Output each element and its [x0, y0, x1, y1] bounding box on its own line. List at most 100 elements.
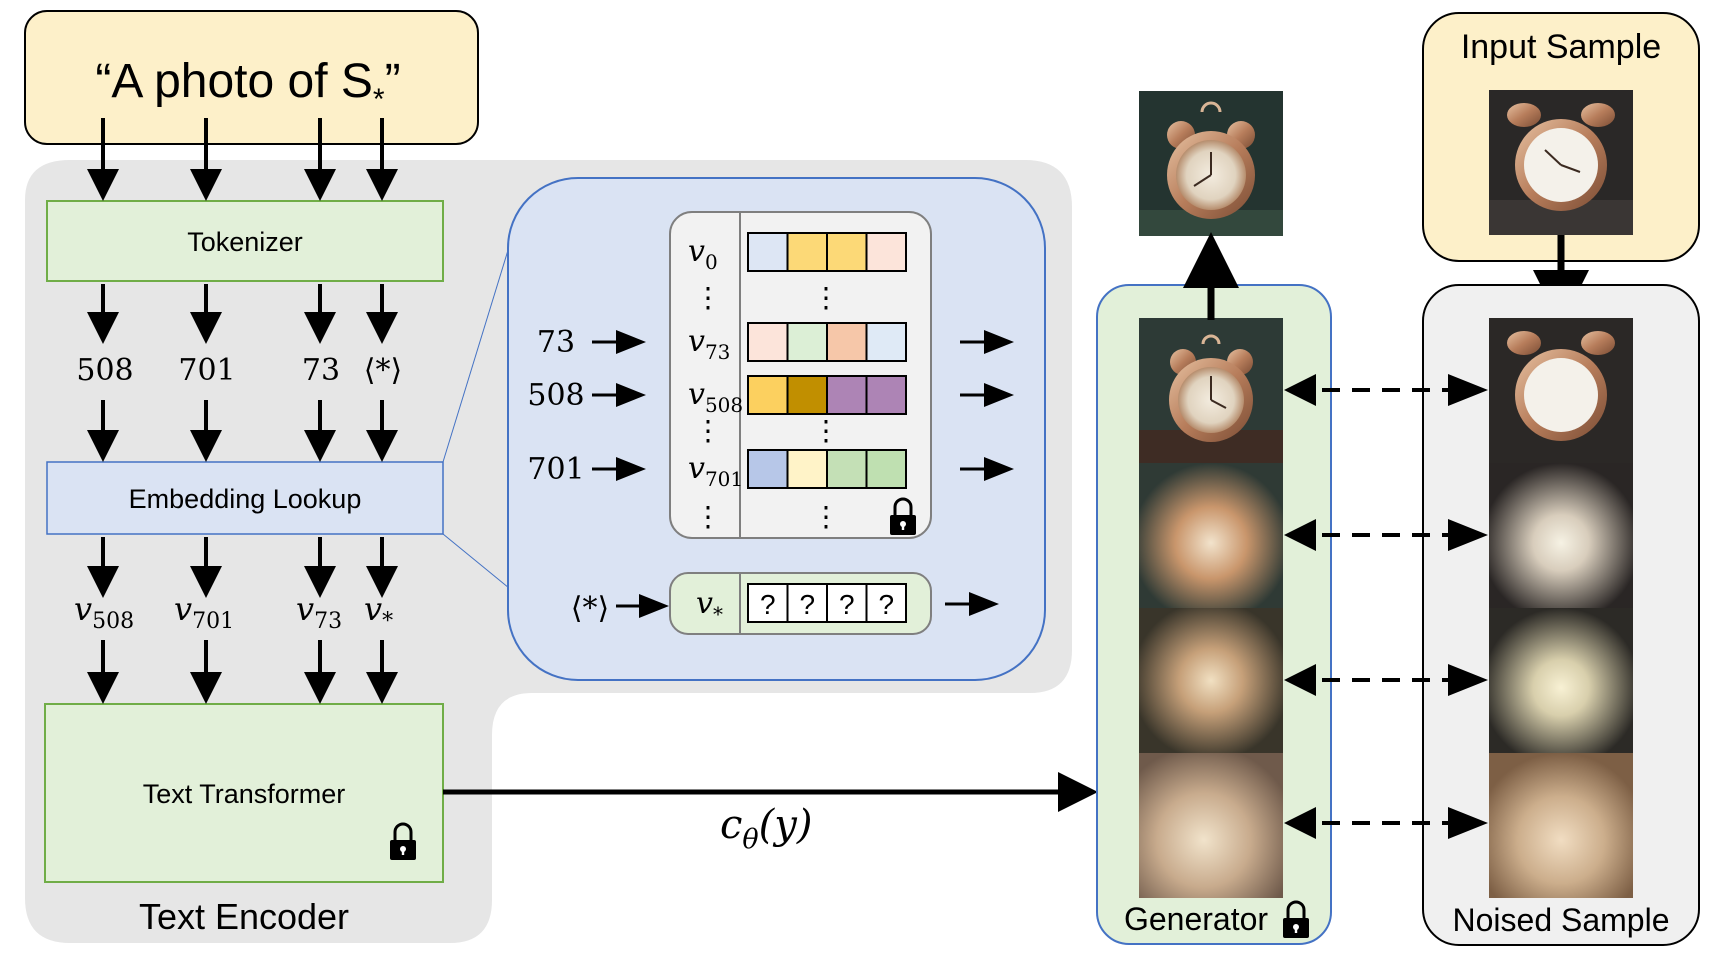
- conditioning-base: c: [720, 802, 742, 848]
- lookup-cell: [747, 322, 789, 362]
- token-id-508: 508: [76, 353, 133, 388]
- dots-right-3: ⋮: [812, 500, 840, 533]
- lookup-row-vec-base: v: [688, 234, 705, 269]
- prompt-subscript: *: [373, 83, 385, 116]
- embedding-lookup-bg: [46, 461, 444, 535]
- text-transformer-label: Text Transformer: [143, 779, 346, 809]
- conditioning-arg: (y): [759, 802, 813, 848]
- lookup-cell: [786, 375, 828, 415]
- new-token-vec-sub: *: [713, 602, 723, 626]
- unknown-cell-mark: ?: [839, 589, 855, 620]
- token-id-73: 73: [302, 353, 340, 388]
- vec-73-base: v: [296, 590, 314, 628]
- vec-508: v508: [74, 590, 134, 634]
- tokenizer-label: Tokenizer: [187, 227, 303, 257]
- noised-frame-1-face: [1524, 358, 1598, 432]
- lookup-cell: [865, 449, 907, 489]
- unknown-cell-mark: ?: [760, 589, 776, 620]
- new-token-input: ⟨*⟩: [571, 591, 609, 626]
- vec-701-base: v: [174, 590, 192, 628]
- lookup-row-vec: v701: [688, 451, 743, 491]
- dots-right-1: ⋮: [812, 281, 840, 314]
- token-ids: 508 701 73 ⟨*⟩: [76, 353, 402, 388]
- noised-frame-1-bell-left: [1507, 331, 1541, 355]
- generator-label: Generator: [1124, 901, 1268, 937]
- dots-left-1: ⋮: [694, 281, 722, 314]
- new-token-vec: v*: [696, 586, 723, 626]
- lookup-row-vec-base: v: [688, 377, 705, 412]
- dots-left-3: ⋮: [694, 500, 722, 533]
- lookup-cell: [826, 232, 868, 272]
- lookup-row-input: 701: [527, 452, 584, 487]
- vec-73-sub: 73: [314, 609, 342, 634]
- zoom-line-bottom: [442, 533, 510, 589]
- generator-frame-clear: [1139, 318, 1283, 463]
- noised-frame-blur-2: [1489, 608, 1633, 753]
- vec-star: v*: [364, 590, 393, 634]
- lookup-row-vec: v0: [688, 234, 718, 274]
- noised-frame-1-bell-right: [1581, 331, 1615, 355]
- transformer-lock-icon: [390, 822, 416, 860]
- conditioning-label: cθ(y): [720, 802, 812, 855]
- lookup-cell: [747, 449, 789, 489]
- output-alarm-clock-icon: [1167, 101, 1255, 219]
- zoom-line-top: [442, 246, 510, 463]
- lookup-row-vec-sub: 701: [705, 467, 743, 491]
- unknown-cell: [865, 583, 907, 623]
- noised-frame-clear: [1489, 318, 1633, 463]
- text-transformer-box: Text Transformer: [44, 703, 444, 883]
- embedding-lookup-label: Embedding Lookup: [129, 484, 362, 514]
- noised-frame-blur-1: [1489, 463, 1633, 608]
- input-sample-label: Input Sample: [1461, 28, 1661, 66]
- generated-output-image: [1139, 91, 1283, 236]
- vec-701: v701: [174, 590, 234, 634]
- prompt-box: “A photo of S*”: [24, 10, 479, 145]
- unknown-cell-mark: ?: [878, 589, 894, 620]
- lookup-cell: [865, 232, 907, 272]
- noised-sample-panel: Noised Sample: [1422, 284, 1700, 946]
- table-lock-icon: [890, 497, 916, 535]
- lookup-row-vec-sub: 508: [705, 393, 743, 417]
- vec-star-base: v: [364, 590, 382, 628]
- dots-left-2: ⋮: [694, 414, 722, 447]
- token-id-701: 701: [178, 353, 235, 388]
- prompt-close-quote: ”: [385, 55, 401, 108]
- unknown-cell-mark: ?: [799, 589, 815, 620]
- encoder-arrows: [87, 118, 398, 704]
- lookup-cell: [826, 375, 868, 415]
- prompt-box-bg: [24, 10, 479, 145]
- lookup-cell: [786, 322, 828, 362]
- embedding-vectors: v508 v701 v73 v*: [74, 590, 393, 634]
- noised-frame-blur-3: [1489, 753, 1633, 898]
- tokenizer-bg: [46, 200, 444, 282]
- conditioning-sub: θ: [742, 824, 758, 855]
- lookup-cell: [826, 322, 868, 362]
- lookup-row-input: 73: [537, 325, 575, 360]
- embedding-lookup-box: Embedding Lookup: [46, 461, 444, 535]
- dots-right-2: ⋮: [812, 414, 840, 447]
- lookup-row-vec: v508: [688, 377, 743, 417]
- lookup-row-vec-base: v: [688, 324, 705, 359]
- new-token-cells: ????: [747, 583, 907, 623]
- token-id-star: ⟨*⟩: [364, 353, 402, 388]
- lookup-cell: [865, 322, 907, 362]
- lookup-row-vec-sub: 0: [705, 250, 718, 274]
- lookup-row-vec-sub: 73: [705, 340, 730, 364]
- new-token-vec-base: v: [696, 586, 713, 621]
- dashed-links: [1284, 374, 1488, 839]
- generator-frame-blur-3: [1139, 753, 1283, 898]
- generator-frame-blur-1: [1139, 463, 1283, 608]
- text-encoder-label: Text Encoder: [139, 896, 349, 937]
- vec-508-base: v: [74, 590, 92, 628]
- noised-sample-label: Noised Sample: [1453, 902, 1670, 938]
- unknown-cell: [826, 583, 868, 623]
- lookup-cell: [747, 232, 789, 272]
- alarm-clock-icon: [1169, 334, 1253, 442]
- generator-frame-blur-2: [1139, 608, 1283, 753]
- unknown-cell: [786, 583, 828, 623]
- lookup-cell: [747, 375, 789, 415]
- new-token-row: v* ???? ⟨*⟩: [571, 572, 999, 635]
